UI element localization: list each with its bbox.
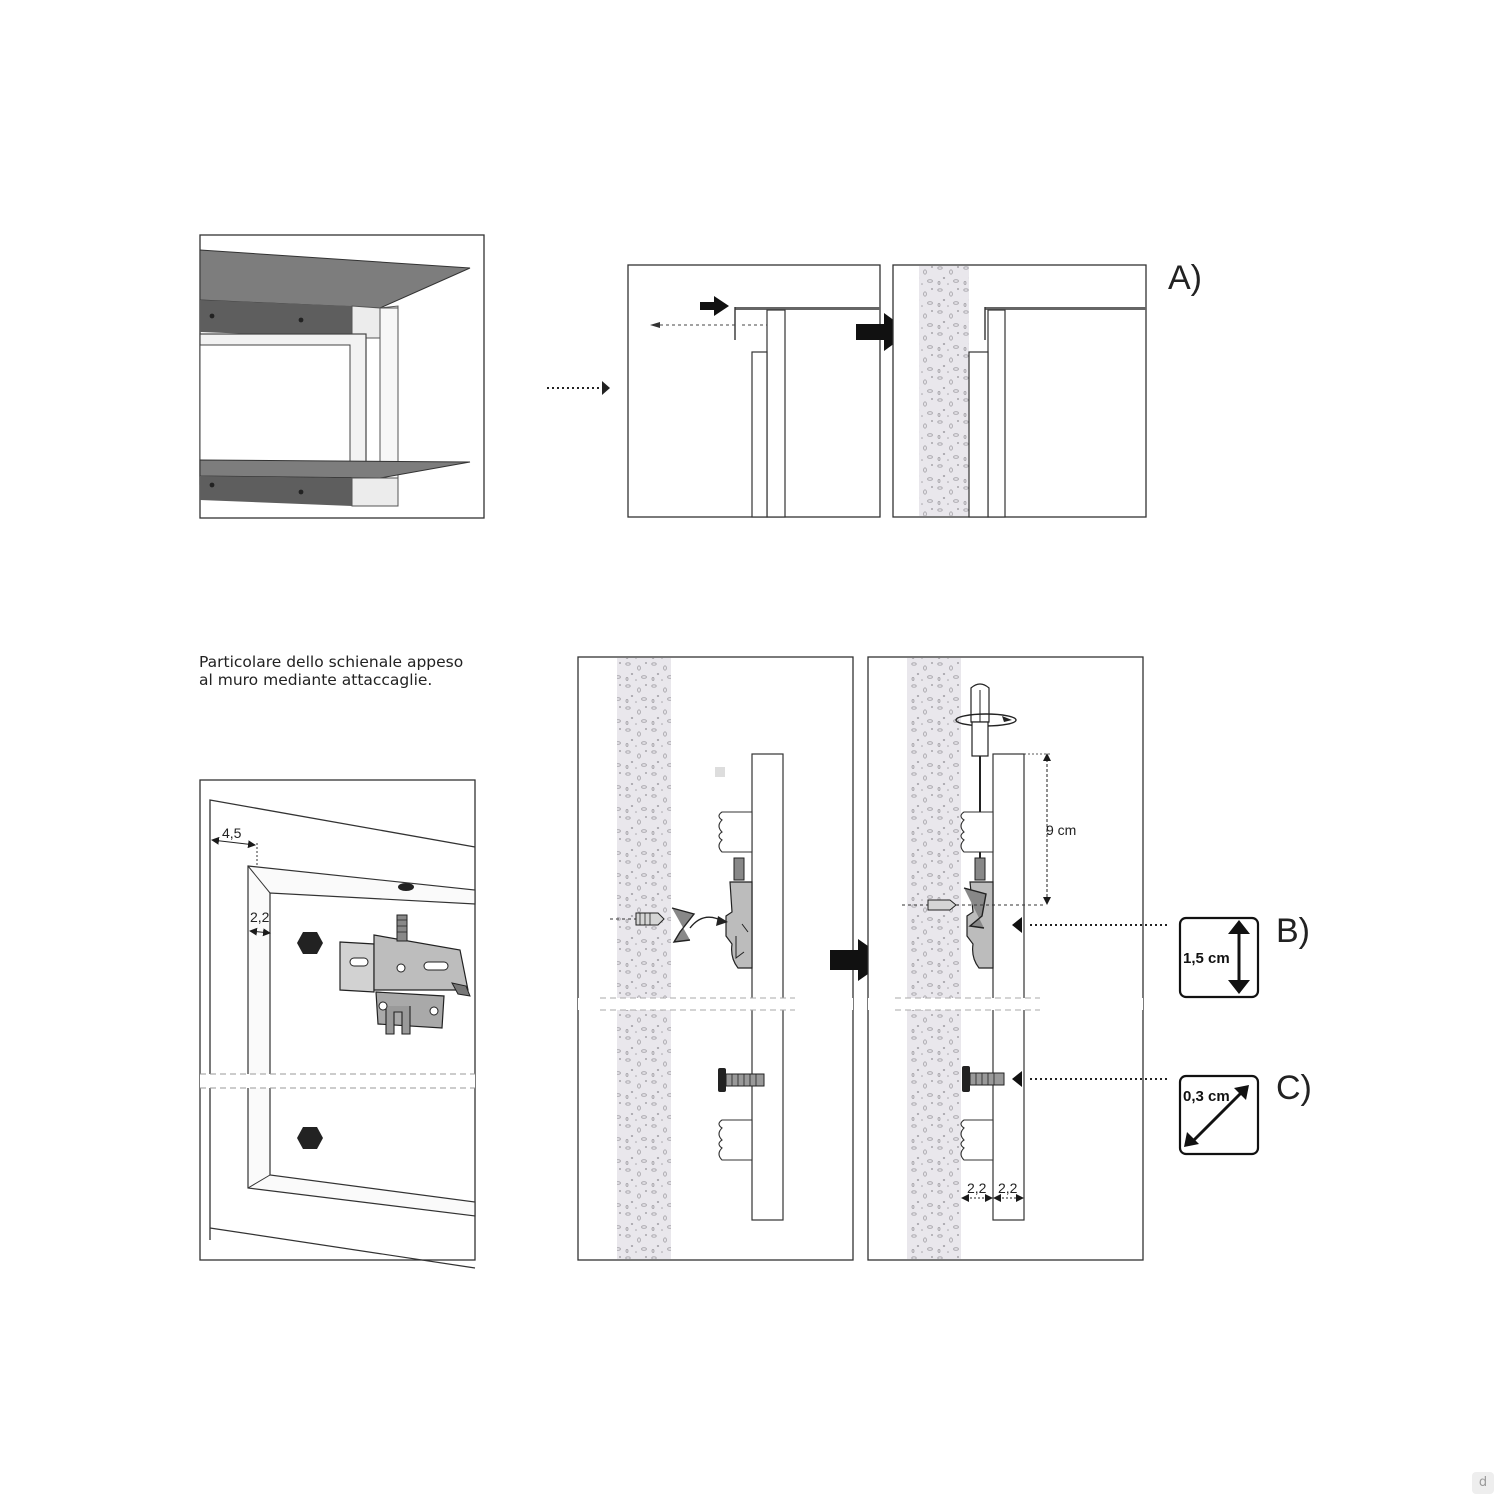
- label-a: A): [1168, 259, 1202, 297]
- step-a-after-panel: [892, 264, 1147, 518]
- caption-line-2: al muro mediante attaccaglie.: [199, 671, 433, 689]
- step-a-before-panel: [627, 264, 881, 518]
- dim-frame-width: 4,5: [222, 825, 242, 841]
- dim-gap-left: 2,2: [967, 1180, 987, 1196]
- spec-c-size: 0,3 cm: [1183, 1088, 1230, 1105]
- dotted-arrow-right: [547, 381, 610, 395]
- wall-mount-before-panel: [577, 656, 854, 1261]
- dim-gap-right: 2,2: [998, 1180, 1018, 1196]
- screwdriver: [955, 683, 1017, 860]
- frame-detail-panel: [199, 779, 476, 1269]
- caption-line-1: Particolare dello schienale appeso: [199, 653, 464, 671]
- hanging-bracket: [339, 914, 471, 1035]
- spec-box-c: 0,3 cm: [1178, 1074, 1260, 1156]
- dim-hook-height: 9 cm: [1046, 822, 1076, 838]
- step-arrow-b: [830, 939, 888, 981]
- corner-logo-icon: d: [1472, 1472, 1494, 1494]
- label-b: B): [1276, 912, 1310, 950]
- callout-b-pointer: [1012, 917, 1168, 933]
- label-c: C): [1276, 1069, 1312, 1107]
- caption: Particolare dello schienale appeso al mu…: [199, 653, 499, 689]
- callout-c-pointer: [1012, 1071, 1168, 1087]
- dim-frame-depth: 2,2: [250, 909, 270, 925]
- cabinet-perspective-panel: [199, 234, 485, 519]
- spec-b-size: 1,5 cm: [1183, 950, 1230, 967]
- wall-mount-after-panel: [867, 656, 1144, 1261]
- spec-box-b: 1,5 cm: [1178, 916, 1260, 999]
